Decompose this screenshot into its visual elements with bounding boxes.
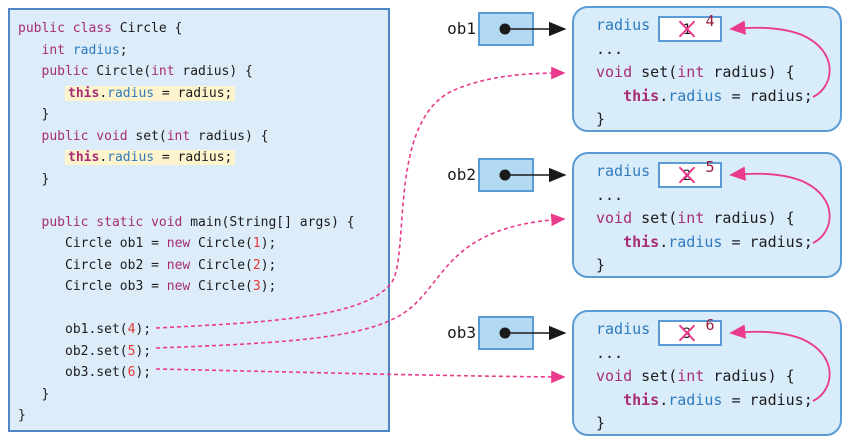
field-label: radius xyxy=(596,16,651,34)
field-row: radius xyxy=(596,318,840,342)
code-line xyxy=(18,190,388,212)
code-line: void set(int radius) { xyxy=(596,63,795,81)
code-line: ob1.set(4); xyxy=(65,322,152,337)
new-value: 4 xyxy=(705,12,715,30)
object-method-code: ... void set(int radius) { this.radius = … xyxy=(596,38,840,132)
code-line: } xyxy=(41,107,50,122)
object-box-ob1: radius ... void set(int radius) { this.ra… xyxy=(572,6,842,132)
object-box-ob2: radius ... void set(int radius) { this.ra… xyxy=(572,152,842,278)
code-line: void set(int radius) { xyxy=(596,367,795,385)
field-row: radius xyxy=(596,14,840,38)
code-line: ob2.set(5); xyxy=(65,343,152,359)
pointer-box-ob3 xyxy=(478,316,534,350)
code-line: ob3.set(6); xyxy=(65,365,152,380)
object-ref-label-ob1: ob1 xyxy=(447,19,476,38)
code-line: this.radius = radius; xyxy=(623,232,813,251)
object-ref-label-ob2: ob2 xyxy=(447,165,476,184)
code-line: void set(int radius) { xyxy=(596,209,795,227)
code-line: this.radius = radius; xyxy=(18,147,388,169)
field-label: radius xyxy=(596,162,651,180)
code-line: public static void main(String[] args) { xyxy=(41,214,355,230)
code-line: Circle ob1 = new Circle(1); xyxy=(65,236,277,251)
code-line: } xyxy=(596,414,606,432)
code-line: Circle ob2 = new Circle(2); xyxy=(65,257,277,273)
value-box-ob3: 3 6 xyxy=(658,316,722,346)
new-value: 6 xyxy=(705,316,715,334)
code-line: ... xyxy=(596,39,624,58)
value-box-ob2: 2 5 xyxy=(658,158,722,188)
code-line xyxy=(18,298,388,320)
code-line: public void set(int radius) { xyxy=(41,128,269,144)
pointer-box-ob1 xyxy=(478,12,534,46)
code-line: } xyxy=(18,408,26,423)
field-label: radius xyxy=(596,320,651,338)
code-line: this.radius = radius; xyxy=(623,390,813,409)
pointer-box-ob2 xyxy=(478,158,534,192)
code-line: } xyxy=(41,171,50,187)
code-line: this.radius = radius; xyxy=(18,83,388,105)
code-line: } xyxy=(596,110,606,128)
code-line: Circle ob3 = new Circle(3); xyxy=(65,279,277,294)
code-line: this.radius = radius; xyxy=(623,86,813,105)
code-line: int radius; xyxy=(41,42,128,58)
object-method-code: ... void set(int radius) { this.radius = … xyxy=(596,184,840,278)
code-line: } xyxy=(41,386,50,402)
code-line: ... xyxy=(596,343,624,362)
code-panel: public class Circle { int radius; public C… xyxy=(8,8,390,432)
code-line: public Circle(int radius) { xyxy=(41,64,253,79)
field-row: radius xyxy=(596,160,840,184)
code-line: public class Circle { xyxy=(18,21,183,36)
object-box-ob3: radius ... void set(int radius) { this.ra… xyxy=(572,310,842,436)
object-ref-label-ob3: ob3 xyxy=(447,323,476,342)
value-box-ob1: 1 4 xyxy=(658,12,722,42)
code-line: } xyxy=(596,256,606,274)
new-value: 5 xyxy=(705,158,715,176)
code-line: ... xyxy=(596,185,624,204)
object-method-code: ... void set(int radius) { this.radius = … xyxy=(596,342,840,436)
